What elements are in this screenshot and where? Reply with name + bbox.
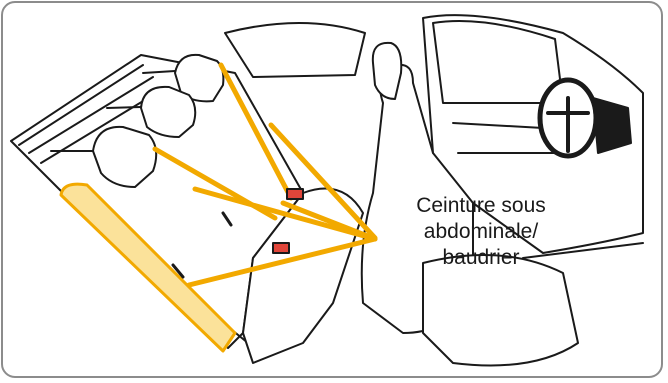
front-seat-headrest xyxy=(373,43,401,99)
vehicle-illustration xyxy=(3,3,663,378)
front-seat-cushion xyxy=(423,255,578,366)
illustration-frame: Ceinture sous abdominale/ baudrier xyxy=(1,1,663,378)
rear-door-window xyxy=(225,23,365,77)
belt-type-label: Ceinture sous abdominale/ baudrier xyxy=(386,193,576,271)
